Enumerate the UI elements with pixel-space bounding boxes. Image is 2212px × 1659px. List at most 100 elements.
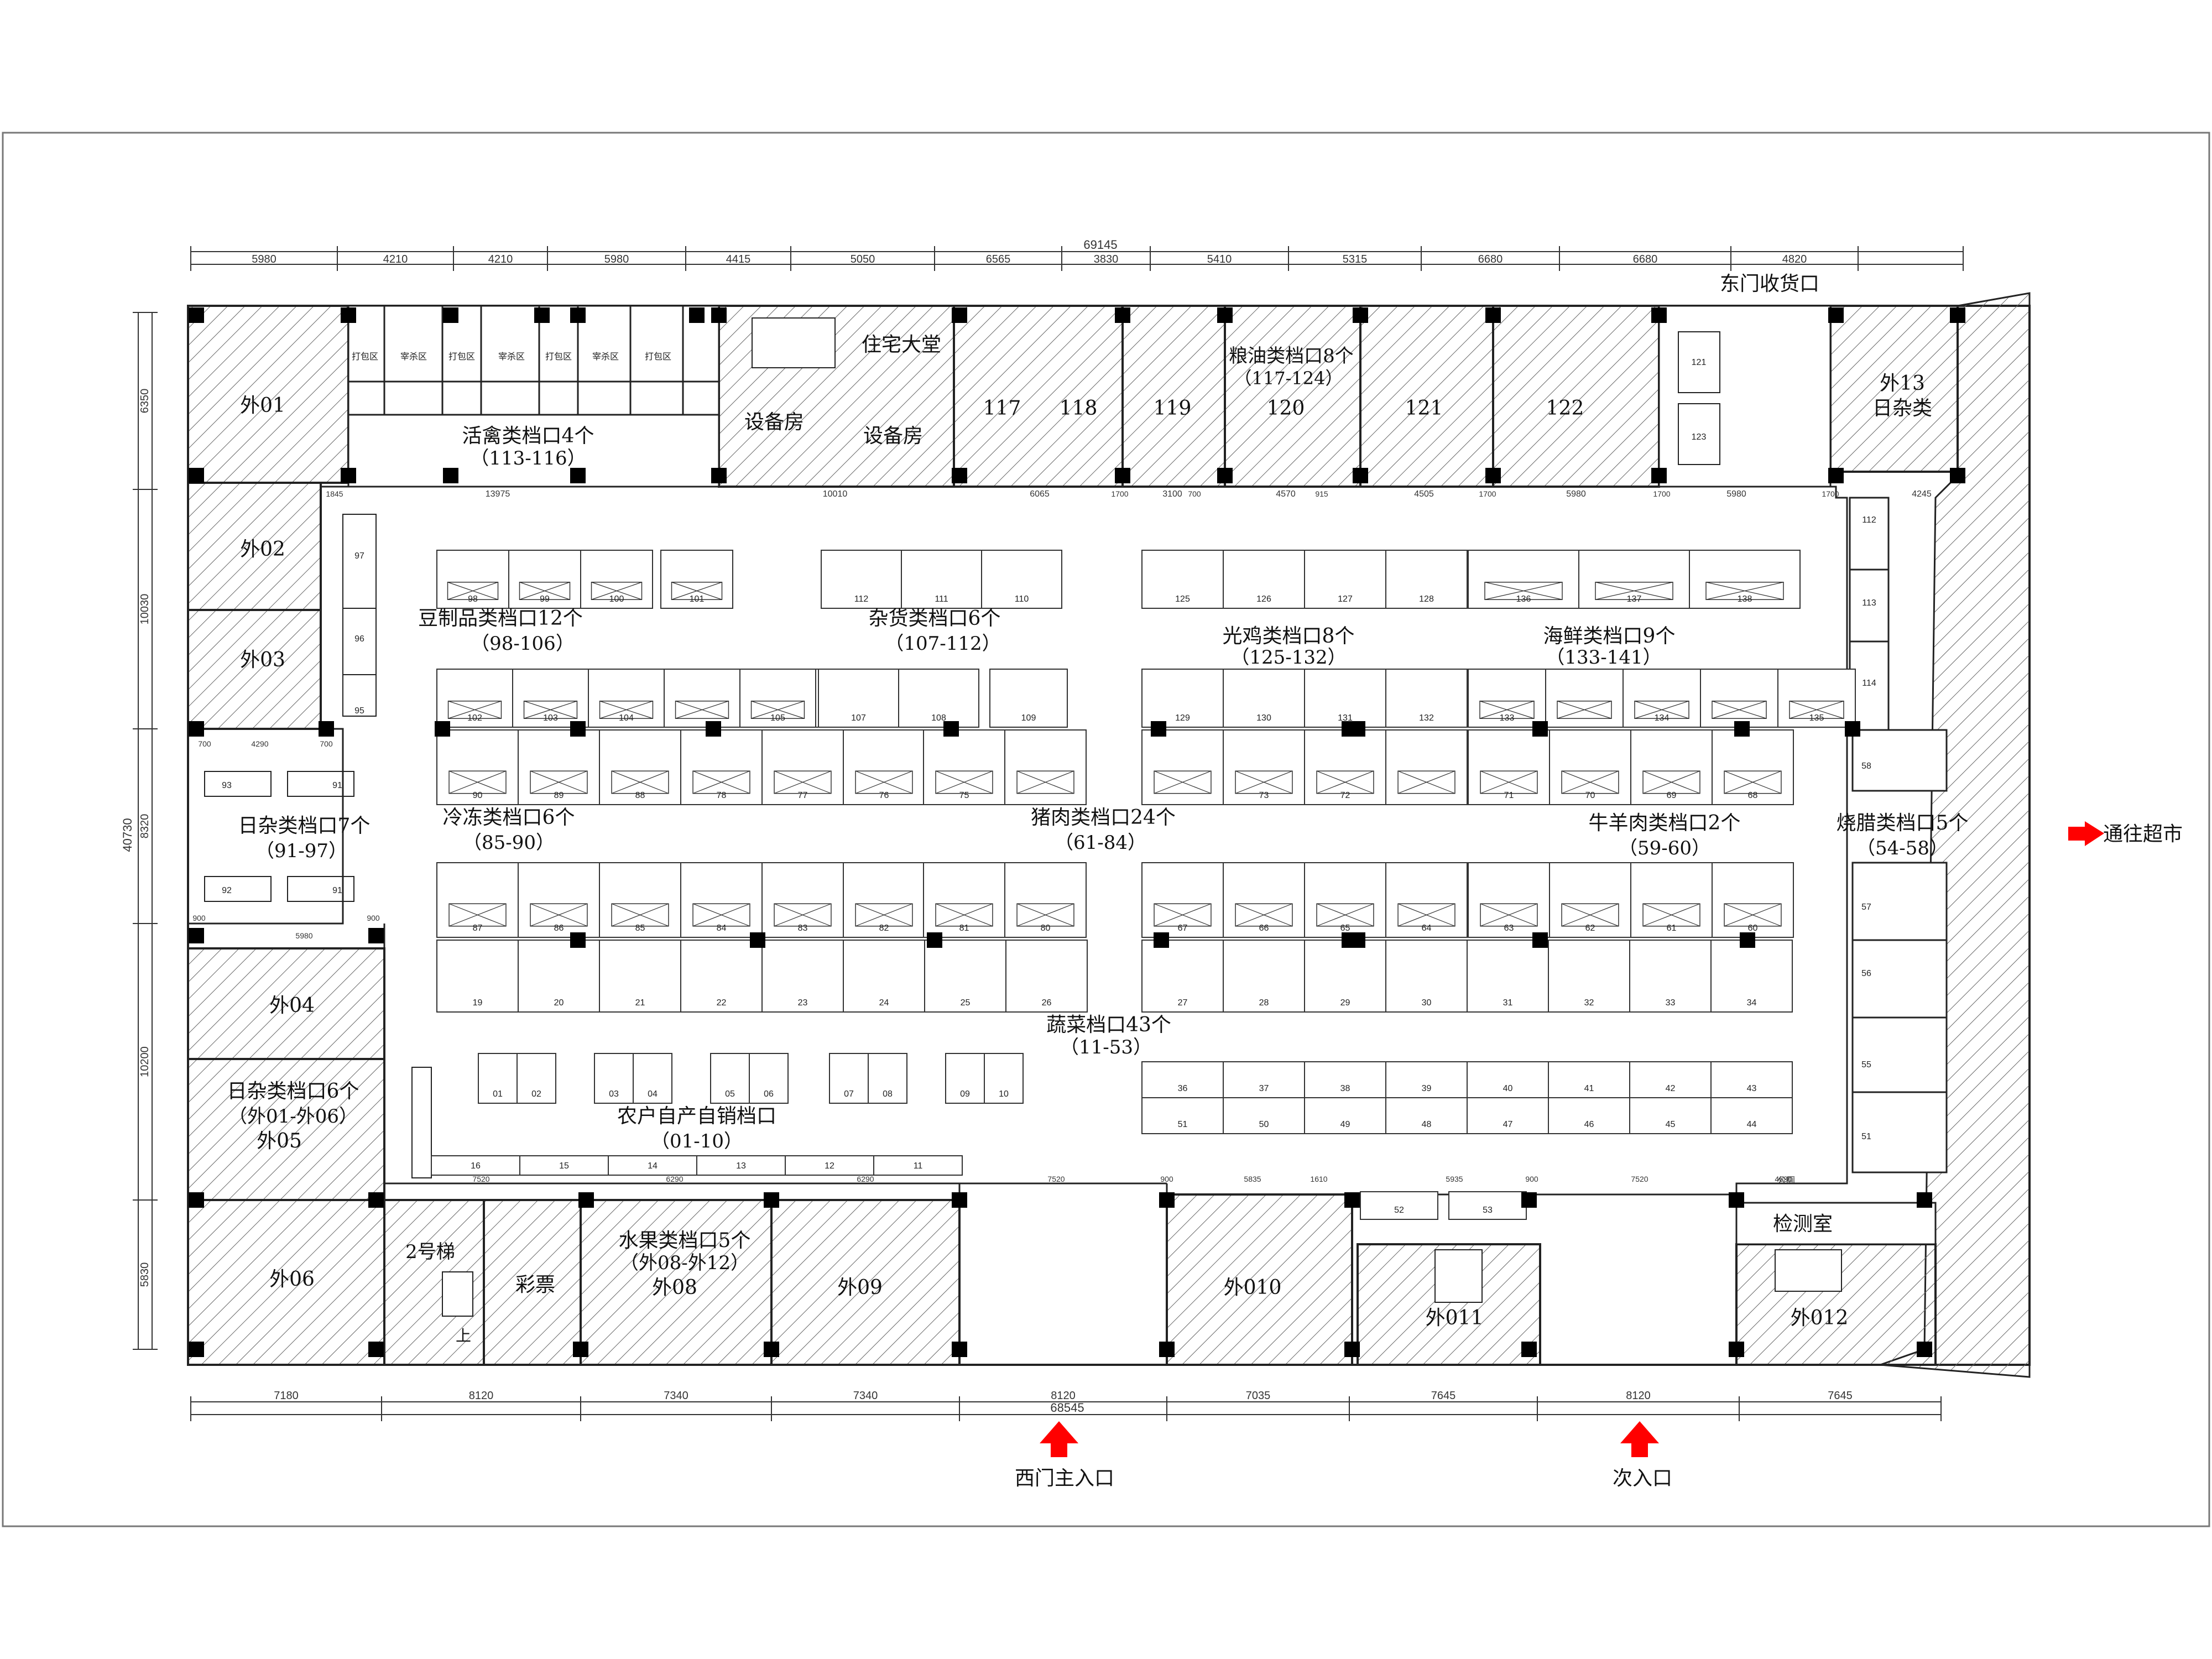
column-27 — [1950, 468, 1965, 483]
stall-r3a-4-cross2 — [774, 770, 832, 794]
room-w08 — [580, 1199, 773, 1366]
stall-r3a-5 — [843, 729, 925, 805]
stall-r2e-4-cross2 — [1789, 701, 1844, 719]
stall-r4d-1 — [1549, 862, 1631, 938]
stair-2 — [442, 1271, 473, 1317]
stall-r6-7-label: 43 — [1747, 1084, 1757, 1093]
stall-r2d-1-label: 130 — [1256, 713, 1271, 723]
stall-veg-1-label: 15 — [559, 1161, 569, 1171]
stall-r5b-1-label: 28 — [1259, 998, 1269, 1008]
stall-r1c-2 — [981, 550, 1062, 609]
top-dim-3: 5980 — [604, 253, 629, 265]
sheet-border — [2, 132, 2210, 1527]
column-58 — [1729, 1192, 1744, 1208]
group-2-name: 光鸡类档口8个 — [1223, 625, 1355, 648]
stall-r4a-0-counter — [448, 903, 507, 927]
stall-r3d-1-counter — [1561, 770, 1619, 794]
stall-r5a-1 — [518, 940, 600, 1013]
label-122: 122 — [1546, 397, 1584, 420]
stall-r4a-3 — [680, 862, 763, 938]
stall-r1a-1-counter — [519, 582, 571, 600]
stall-r4d-0-cross2 — [1480, 903, 1538, 927]
stall-r1a-2-label: 100 — [609, 594, 624, 604]
stall-r3a-5-cross2 — [855, 770, 913, 794]
stall-r1b-0-label: 101 — [690, 594, 705, 604]
farmer-0-label: 01 — [493, 1089, 503, 1099]
label-118: 118 — [1060, 397, 1098, 420]
label-grain-2: （117-124） — [1234, 368, 1343, 389]
entrances: 西门主入口 次入口 通往超市 — [1015, 821, 2183, 1490]
poultry-area-3: 宰杀区 — [498, 352, 525, 362]
bottom-dim-6: 7645 — [1431, 1390, 1456, 1402]
east-stall-label-7: 51 — [1861, 1132, 1871, 1141]
west-stall-label-3: 93 — [222, 781, 232, 790]
stall-veg-5 — [873, 1155, 963, 1176]
column-67 — [1521, 1342, 1537, 1357]
label-equip2: 设备房 — [863, 425, 923, 447]
stall-r1a-1-label: 99 — [540, 594, 550, 604]
stall-r2a-2 — [588, 669, 665, 728]
stall-r4a-5 — [843, 862, 925, 938]
farmer-3-label: 04 — [648, 1089, 658, 1099]
bottom-dim-8: 7645 — [1828, 1390, 1853, 1402]
farmer-5 — [749, 1053, 789, 1104]
bottom-dim-7: 8120 — [1626, 1390, 1651, 1402]
column-25 — [1651, 468, 1667, 483]
rowmid-dim-0: 4290 — [251, 739, 268, 748]
column-38 — [1734, 721, 1750, 737]
column-12 — [1651, 307, 1667, 323]
top-dim-12: 4820 — [1782, 253, 1807, 265]
column-57 — [1521, 1192, 1537, 1208]
stall-r2e-2 — [1623, 669, 1701, 728]
farmer-2-label: 03 — [609, 1089, 619, 1099]
label-stair2: 2号梯 — [405, 1241, 455, 1263]
stall-r7-7-label: 44 — [1747, 1120, 1757, 1129]
column-9 — [1217, 307, 1233, 323]
column-65 — [1159, 1342, 1175, 1357]
stall-r4a-4 — [761, 862, 844, 938]
column-24 — [1485, 468, 1501, 483]
stall-r1e-0-counter — [1484, 582, 1563, 600]
column-28 — [189, 721, 204, 737]
column-13 — [1828, 307, 1844, 323]
stall-r4d-3-counter — [1724, 903, 1782, 927]
column-14 — [1950, 307, 1965, 323]
stall-r1a-2 — [580, 550, 653, 609]
room-w04 — [187, 947, 385, 1060]
rowlow-dim-6: 7520 — [1631, 1175, 1648, 1183]
stall-r6-2-label: 38 — [1340, 1084, 1350, 1093]
west-stall-label-0: 97 — [354, 551, 364, 561]
stall-r3d-2-counter — [1642, 770, 1700, 794]
stall-r1a-1-cross2 — [519, 582, 570, 600]
stall-r5b-7-label: 34 — [1747, 998, 1757, 1008]
label-supermarket: 通往超市 — [2103, 823, 2183, 846]
stall-r4b-1 — [1004, 862, 1087, 938]
stall-r2e-0-label: 133 — [1500, 713, 1515, 723]
group-5-name: 冷冻类档口6个 — [443, 806, 575, 829]
west-stall-column — [204, 514, 432, 1178]
stall-r4c-2-label: 65 — [1340, 924, 1350, 933]
column-18 — [570, 468, 586, 483]
label-w01: 外01 — [240, 394, 285, 417]
rowlow-dim-10: 900 — [1525, 1175, 1538, 1183]
stall-r5a-1-label: 20 — [554, 998, 564, 1008]
stall-r3d-3-label: 68 — [1748, 791, 1758, 800]
stall-r3c-2-counter — [1316, 770, 1374, 794]
label-w010: 外010 — [1224, 1276, 1282, 1299]
rowmid-dim-1: 5980 — [295, 931, 312, 940]
row1-dim-3: 3100 — [1162, 489, 1182, 499]
stall-r4c-0 — [1141, 862, 1224, 938]
stall-r4c-0-label: 67 — [1178, 924, 1188, 933]
label-w13-2: 日杂类 — [1872, 397, 1932, 420]
top-dim-0: 5980 — [252, 253, 276, 265]
stall-r3a-0-cross2 — [448, 770, 507, 794]
stall-r3a-0-counter — [448, 770, 507, 794]
stall-r3c-2-cross2 — [1316, 770, 1374, 794]
west-stall-label-1: 96 — [354, 634, 364, 644]
rowmid-dim-2: 900 — [192, 914, 206, 922]
stall-r2d-2-label: 131 — [1338, 713, 1353, 723]
stall-r2a-1-label: 103 — [543, 713, 558, 723]
stall-r4d-2 — [1630, 862, 1713, 938]
